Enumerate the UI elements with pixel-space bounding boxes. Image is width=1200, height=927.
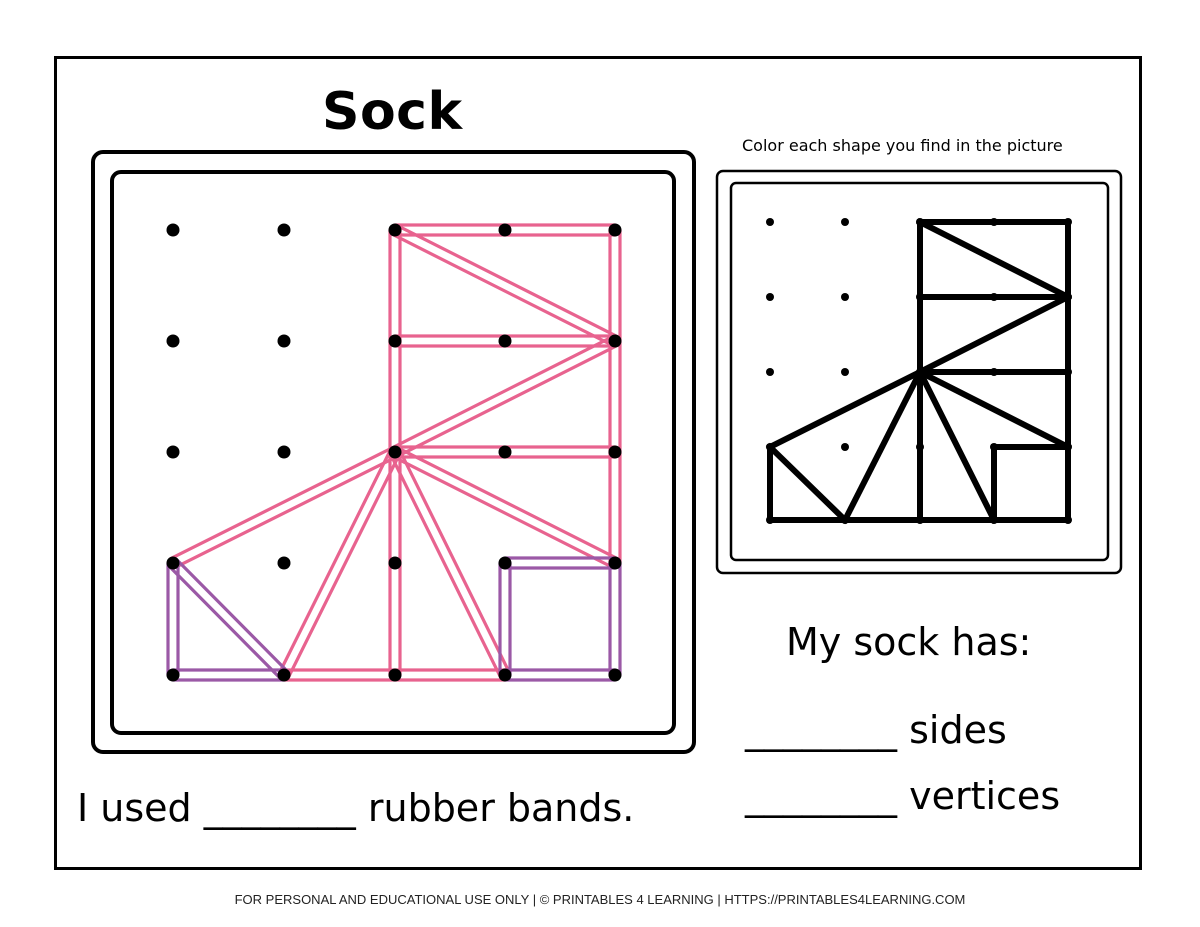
reference-peg bbox=[1064, 516, 1072, 524]
geoboard-outer-frame bbox=[91, 150, 696, 754]
vertices-blank[interactable]: ________ bbox=[745, 774, 897, 818]
geoboard-peg bbox=[277, 445, 291, 459]
page-border bbox=[54, 56, 1142, 870]
geoboard-peg bbox=[608, 334, 622, 348]
reference-peg bbox=[841, 218, 849, 226]
rubber-band-pink bbox=[286, 452, 402, 679]
geoboard-peg bbox=[166, 334, 180, 348]
rubber-band-pink bbox=[397, 448, 512, 675]
sides-row: ________ sides bbox=[745, 708, 1007, 752]
rubber-band-pink bbox=[169, 445, 395, 561]
rubber-band-pink bbox=[395, 445, 619, 561]
geoboard-peg bbox=[166, 445, 180, 459]
geoboard-peg bbox=[277, 223, 291, 237]
sides-blank[interactable]: ________ bbox=[745, 708, 897, 752]
worksheet-title: Sock bbox=[322, 82, 463, 142]
reference-peg bbox=[990, 293, 998, 301]
reference-line bbox=[915, 217, 1073, 302]
rubber-band-pink bbox=[395, 343, 619, 459]
reference-peg bbox=[841, 516, 849, 524]
my-sock-has-label: My sock has: bbox=[786, 620, 1032, 664]
reference-peg bbox=[916, 516, 924, 524]
rubber-band-purple bbox=[167, 564, 283, 681]
reference-peg bbox=[1064, 218, 1072, 226]
used-blank[interactable]: ________ bbox=[203, 786, 356, 830]
instruction-text: Color each shape you find in the picture bbox=[742, 136, 1063, 155]
rubber-band-pink bbox=[391, 232, 615, 348]
rubber-band-pink bbox=[391, 334, 615, 450]
vertices-label: vertices bbox=[909, 774, 1061, 818]
reference-line bbox=[915, 292, 1073, 377]
reference-peg bbox=[766, 443, 774, 451]
geoboard-peg bbox=[388, 223, 402, 237]
reference-peg bbox=[916, 443, 924, 451]
reference-line bbox=[915, 367, 999, 525]
geoboard-peg bbox=[498, 223, 512, 237]
geoboard-peg bbox=[388, 668, 402, 682]
geoboard-peg bbox=[608, 445, 622, 459]
reference-peg bbox=[766, 516, 774, 524]
reference-peg bbox=[1064, 368, 1072, 376]
geoboard-peg bbox=[277, 668, 291, 682]
geoboard-peg bbox=[498, 668, 512, 682]
reference-peg bbox=[841, 293, 849, 301]
reference-peg bbox=[916, 368, 924, 376]
geoboard-peg bbox=[166, 556, 180, 570]
sides-label: sides bbox=[909, 708, 1007, 752]
geoboard-peg bbox=[277, 556, 291, 570]
reference-peg bbox=[766, 368, 774, 376]
reference-peg bbox=[766, 293, 774, 301]
reference-peg bbox=[990, 368, 998, 376]
reference-peg bbox=[990, 218, 998, 226]
geoboard-peg bbox=[608, 556, 622, 570]
reference-peg bbox=[990, 443, 998, 451]
rubber-bands-sentence: I used ________ rubber bands. bbox=[77, 786, 634, 830]
reference-peg bbox=[1064, 443, 1072, 451]
geoboard-peg bbox=[388, 556, 402, 570]
reference-inner-frame bbox=[729, 181, 1110, 562]
geoboard-peg bbox=[388, 445, 402, 459]
reference-peg bbox=[841, 368, 849, 376]
reference-peg bbox=[841, 443, 849, 451]
rubber-band-pink bbox=[395, 223, 619, 339]
reference-peg bbox=[766, 218, 774, 226]
reference-line bbox=[915, 367, 1073, 452]
geoboard-peg bbox=[498, 334, 512, 348]
geoboard-peg bbox=[277, 334, 291, 348]
used-prefix: I used bbox=[77, 786, 192, 830]
geoboard-inner-frame bbox=[110, 170, 676, 735]
reference-peg bbox=[916, 218, 924, 226]
reference-peg bbox=[916, 293, 924, 301]
geoboard-peg bbox=[166, 223, 180, 237]
rubber-band-pink bbox=[277, 448, 393, 675]
geoboard-peg bbox=[498, 556, 512, 570]
used-suffix: rubber bands. bbox=[367, 786, 635, 830]
geoboard-peg bbox=[608, 223, 622, 237]
footer-credit: FOR PERSONAL AND EDUCATIONAL USE ONLY | … bbox=[234, 892, 966, 907]
vertices-row: ________ vertices bbox=[745, 774, 1060, 818]
reference-line bbox=[765, 442, 850, 525]
geoboard-peg bbox=[608, 668, 622, 682]
geoboard-peg bbox=[388, 334, 402, 348]
reference-peg bbox=[990, 516, 998, 524]
reference-line bbox=[765, 367, 925, 452]
rubber-band-pink bbox=[391, 454, 615, 570]
geoboard-peg bbox=[498, 445, 512, 459]
rubber-band-pink bbox=[388, 452, 503, 679]
rubber-band-purple bbox=[174, 557, 290, 674]
reference-peg bbox=[1064, 293, 1072, 301]
rubber-band-pink bbox=[173, 454, 399, 570]
reference-line bbox=[840, 367, 925, 525]
geoboard-peg bbox=[166, 668, 180, 682]
reference-outer-frame bbox=[715, 169, 1123, 575]
